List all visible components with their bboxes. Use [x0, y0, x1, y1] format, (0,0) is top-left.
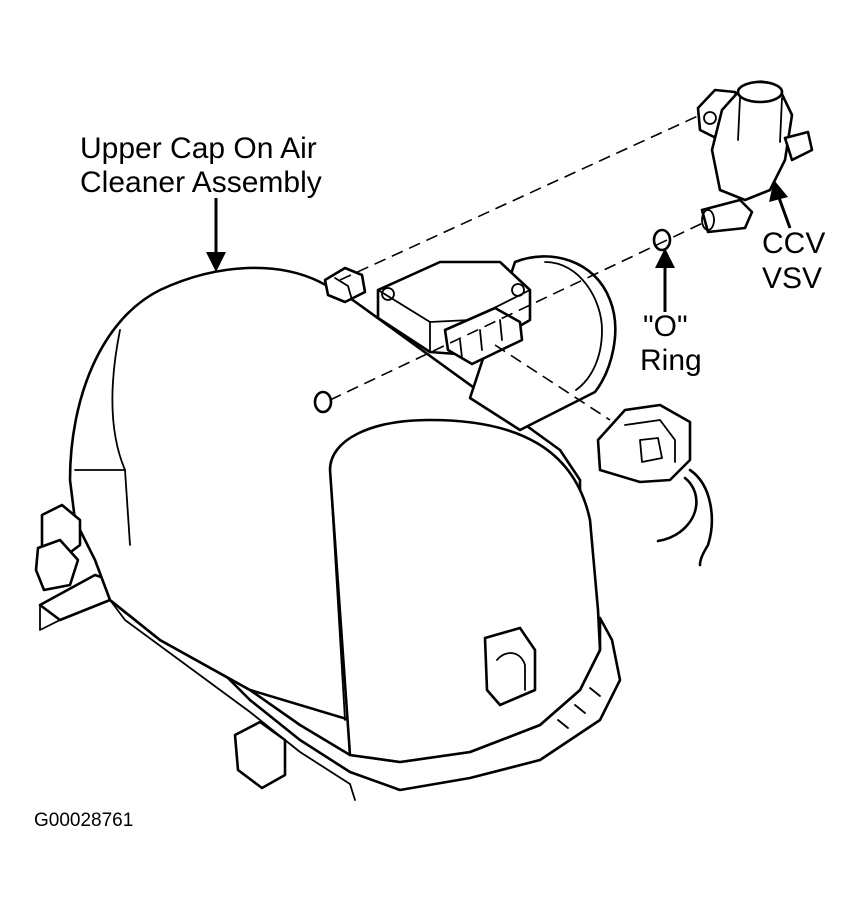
leader-o-ring	[655, 248, 675, 312]
label-vsv: VSV	[762, 262, 822, 295]
ccv-vsv-valve	[696, 80, 814, 234]
figure-id: G00028761	[34, 810, 133, 831]
sensor-connector	[443, 306, 524, 366]
label-upper-cap-line1: Upper Cap On Air	[80, 132, 317, 165]
o-ring	[652, 228, 672, 252]
housing-clip-bottom	[233, 720, 287, 790]
sensor-module	[323, 260, 532, 366]
label-ccv: CCV	[762, 227, 825, 260]
leader-upper-cap	[206, 198, 226, 272]
o-ring-port-hole	[313, 390, 333, 414]
label-o-ring-line1: "O"	[643, 310, 688, 343]
leader-ccv-vsv	[769, 180, 792, 229]
alignment-line-1	[339, 114, 701, 281]
label-upper-cap-line2: Cleaner Assembly	[80, 166, 322, 199]
vsv-nipple-left	[700, 198, 754, 234]
vsv-nipple-right	[783, 130, 814, 162]
wire-harness-connector	[596, 403, 714, 567]
air-cleaner-upper-cap	[34, 255, 622, 801]
alignment-line-3	[494, 344, 611, 421]
harness-wires	[656, 476, 698, 543]
label-o-ring-line2: Ring	[640, 344, 702, 377]
housing-clip-right	[483, 626, 537, 707]
alignment-line-2	[329, 221, 706, 401]
harness-connector-body	[596, 403, 692, 484]
